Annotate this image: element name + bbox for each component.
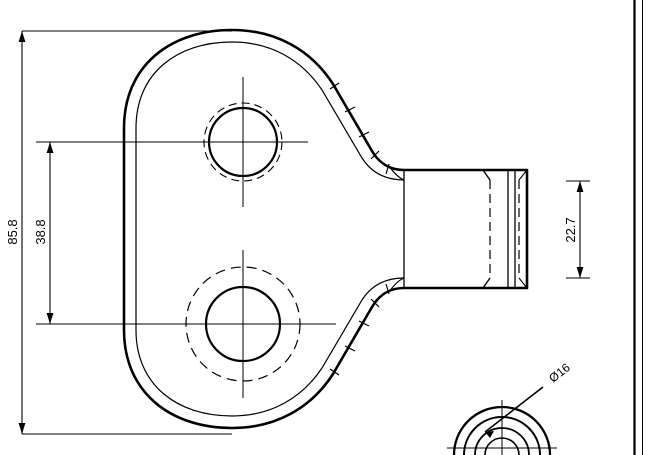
boss-junction-fillet-top — [388, 165, 405, 181]
cylindrical-boss-group — [403, 169, 528, 289]
edge-tick-marks-upper — [329, 82, 390, 175]
dimension-hole-spacing: 38.8 — [33, 141, 178, 325]
boss-chamfer-top-right — [518, 169, 528, 181]
dimension-overall-height: 85.8 — [5, 30, 232, 435]
boss-chamfer-bottom-right — [518, 277, 528, 289]
detail-leader-line — [484, 386, 544, 433]
dim-38-arrow-top — [46, 142, 54, 153]
dimension-boss-height: 22.7 — [563, 180, 590, 279]
sheet-border — [633, 0, 643, 455]
dim-85-label: 85.8 — [5, 219, 20, 244]
dim-85-arrow-bottom — [18, 423, 26, 434]
part-inner-offset-profile-lower — [135, 277, 405, 417]
boss-junction-fillet-bottom — [388, 277, 405, 293]
dim-22-arrow-bottom — [576, 267, 584, 278]
dim-85-arrow-top — [18, 31, 26, 42]
upper-through-hole — [178, 77, 308, 207]
dim-38-label: 38.8 — [33, 219, 48, 244]
boss-hidden-bore-lines — [489, 180, 520, 278]
detail-leader-arrow — [485, 431, 494, 438]
dim-22-arrow-top — [576, 181, 584, 192]
part-inner-offset-profile — [135, 41, 405, 181]
dim-22-label: 22.7 — [563, 217, 578, 242]
edge-tick-marks-lower — [329, 283, 390, 376]
boss-hidden-bore-caps — [482, 169, 491, 289]
lower-counterbored-hole — [150, 250, 336, 398]
dim-38-arrow-bottom — [46, 313, 54, 324]
